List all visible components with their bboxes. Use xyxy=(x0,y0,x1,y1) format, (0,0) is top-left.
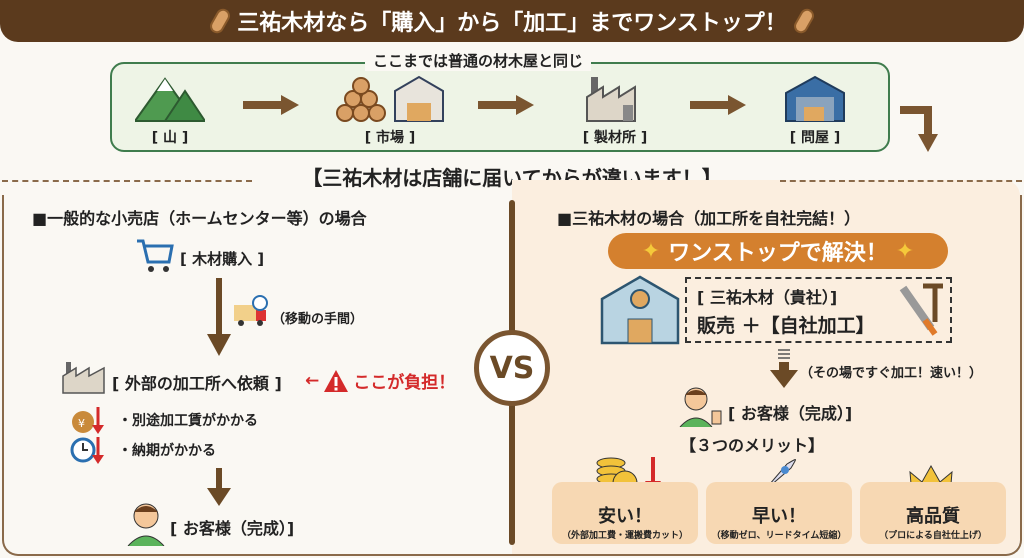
svg-text:¥: ¥ xyxy=(78,417,85,430)
money-bag-down-icon: ¥ xyxy=(72,407,104,434)
sparkle-icon: ✦ xyxy=(895,238,915,264)
tools-icon xyxy=(899,283,943,336)
flow-node-label: [ 山 ] xyxy=(151,130,189,146)
warning-icon xyxy=(324,369,349,392)
burden-text: ここが負担！ xyxy=(353,373,456,393)
arrow-right-icon xyxy=(478,95,534,115)
merit-title: 高品質 xyxy=(906,506,960,527)
flow-node-sawmill: [ 製材所 ] xyxy=(565,75,665,147)
one-stop-pill: ✦ ワンストップで解決！ ✦ xyxy=(608,233,948,269)
flow-node-wholesaler: [ 問屋 ] xyxy=(770,75,860,147)
right-heading: ■三祐木材の場合（加工所を自社完結！） xyxy=(557,209,861,228)
merit-title: 早い！ xyxy=(752,506,806,527)
right-panel xyxy=(512,195,1022,556)
flow-node-label: [ 市場 ] xyxy=(364,130,416,146)
burden-arrow: ← xyxy=(305,370,320,391)
service-label: 販売 ＋【自社加工】 xyxy=(697,315,875,337)
flow-node-label: [ 製材所 ] xyxy=(582,130,648,146)
in-house-box xyxy=(685,277,952,343)
curved-arrow-down-icon xyxy=(900,106,938,152)
arrow-down-icon xyxy=(770,349,798,388)
dashed-divider xyxy=(780,180,1022,182)
flow-node-mountain: [ 山 ] xyxy=(125,75,215,147)
burden-warning: ← ここが負担！ xyxy=(305,368,455,393)
fast-note: （その場ですぐ加工！速い！） xyxy=(800,366,983,381)
merit-sub: （移動ゼロ、リードタイム短縮） xyxy=(711,531,847,541)
warehouse-icon xyxy=(785,75,845,122)
move-note: （移動の手間） xyxy=(272,312,364,327)
left-heading: ■一般的な小売店（ホームセンター等）の場合 xyxy=(32,209,367,228)
factory-icon xyxy=(586,77,636,122)
merit-sub: （外部加工費・運搬費カット） xyxy=(561,531,688,541)
left-panel xyxy=(2,195,514,556)
sparkle-icon: ✦ xyxy=(641,238,661,264)
logs-warehouse-icon xyxy=(335,75,444,122)
merit-card-cheap: 安い！ （外部加工費・運搬費カット） xyxy=(552,482,698,544)
pill-text: ワンストップで解決！ xyxy=(668,241,888,266)
title-banner: 三祐木材なら「購入」から「加工」までワンストップ！ xyxy=(0,0,1024,42)
arrow-down-icon xyxy=(207,278,231,356)
merit-sub: （プロによる自社仕上げ） xyxy=(879,531,987,541)
clock-down-icon xyxy=(70,437,104,464)
dashed-divider xyxy=(2,180,252,182)
merit-title: 安い！ xyxy=(598,506,652,527)
mountain-icon xyxy=(133,77,207,122)
log-icon xyxy=(791,6,817,36)
vs-badge: VS xyxy=(474,330,550,406)
cost-item: ・別途加工賃がかかる xyxy=(118,413,258,429)
customer-label: [ お客様（完成）] xyxy=(170,519,295,538)
customer-thumbs-up-icon xyxy=(679,387,722,427)
merit-card-fast: 早い！ （移動ゼロ、リードタイム短縮） xyxy=(706,482,852,544)
merits-title: 【３つのメリット】 xyxy=(680,436,825,455)
company-label: [ 三祐木材（貴社）] xyxy=(697,288,838,307)
time-item: ・納期がかかる xyxy=(118,443,216,459)
customer-avatar-icon xyxy=(127,503,165,546)
page-title: 三祐木材なら「購入」から「加工」までワンストップ！ xyxy=(237,11,787,36)
outsource-label: [ 外部の加工所へ依頼 ] xyxy=(112,374,282,393)
arrow-right-icon xyxy=(243,95,299,115)
store-building-icon xyxy=(600,275,680,345)
purchase-label: [ 木材購入 ] xyxy=(180,250,265,268)
flow-node-market: [ 市場 ] xyxy=(330,75,450,147)
log-icon xyxy=(207,6,233,36)
merit-card-quality: 高品質 （プロによる自社仕上げ） xyxy=(860,482,1006,544)
flow-node-label: [ 問屋 ] xyxy=(789,130,841,146)
delivery-truck-icon xyxy=(234,295,268,326)
arrow-right-icon xyxy=(690,95,746,115)
flow-label: ここまでは普通の材木屋と同じ xyxy=(365,50,592,71)
customer-label: [ お客様（完成）] xyxy=(728,404,853,423)
arrow-down-icon xyxy=(207,468,231,506)
factory-icon xyxy=(62,362,105,394)
shopping-cart-icon xyxy=(137,239,174,272)
